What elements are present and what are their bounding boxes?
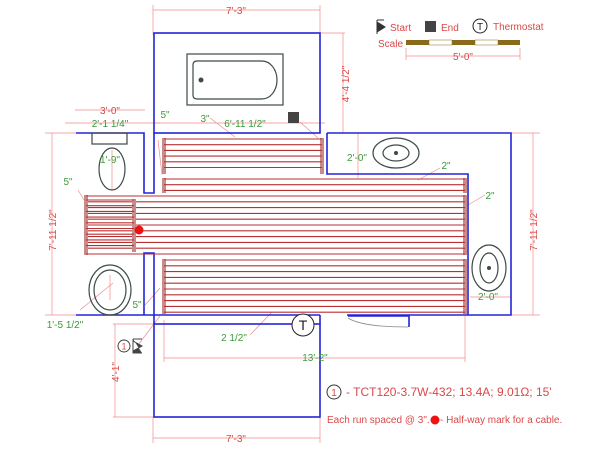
toilet-bottom bbox=[88, 264, 132, 316]
heating-cable-runs bbox=[84, 138, 467, 314]
svg-text:5": 5" bbox=[132, 300, 142, 311]
cable-turn-band bbox=[463, 178, 467, 193]
svg-text:2 1/2": 2 1/2" bbox=[221, 333, 247, 344]
svg-text:T: T bbox=[477, 22, 483, 33]
svg-text:2'-1 1/4": 2'-1 1/4" bbox=[92, 119, 129, 130]
walls bbox=[76, 32, 512, 418]
cable-turn-band bbox=[463, 259, 467, 314]
svg-text:2": 2" bbox=[485, 191, 495, 202]
svg-text:7'-11 1/2": 7'-11 1/2" bbox=[529, 209, 540, 251]
scale-bar bbox=[406, 39, 520, 46]
start-legend-icon bbox=[376, 19, 386, 34]
cable-turn-band bbox=[84, 199, 88, 252]
svg-text:1'-9": 1'-9" bbox=[100, 155, 120, 166]
svg-text:Thermostat: Thermostat bbox=[493, 22, 544, 33]
door-swing bbox=[347, 317, 409, 328]
svg-text:1'-5 1/2": 1'-5 1/2" bbox=[47, 320, 84, 331]
end-marker-icon bbox=[288, 112, 299, 123]
bathtub bbox=[186, 53, 284, 106]
svg-text:Start: Start bbox=[390, 23, 411, 34]
cable-spec: 1 - TCT120-3.7W-432; 13.4A; 9.01Ω; 15' bbox=[326, 384, 552, 400]
cable-turn-band bbox=[132, 199, 136, 252]
svg-text:3": 3" bbox=[200, 114, 210, 125]
svg-text:2": 2" bbox=[441, 161, 451, 172]
sink-top bbox=[372, 137, 420, 169]
thermostat-icon: T bbox=[291, 313, 315, 337]
svg-text:3'-0": 3'-0" bbox=[100, 106, 120, 117]
svg-text:1: 1 bbox=[121, 342, 126, 352]
svg-text:13'-2": 13'-2" bbox=[302, 353, 328, 364]
thermostat-legend-icon bbox=[472, 18, 488, 34]
halfway-note: - Half-way mark for a cable. bbox=[440, 415, 562, 426]
start-marker-icon bbox=[132, 338, 144, 354]
svg-text:4'-1": 4'-1" bbox=[111, 362, 122, 382]
svg-text:2'-0": 2'-0" bbox=[478, 292, 498, 303]
cable-start: 1 bbox=[117, 338, 144, 354]
halfway-mark bbox=[134, 225, 144, 235]
cable-turn-band bbox=[162, 178, 166, 193]
cable-turn-band bbox=[162, 259, 166, 314]
toilet-top bbox=[91, 132, 128, 191]
end-legend-icon bbox=[425, 21, 436, 32]
svg-text:5'-0": 5'-0" bbox=[453, 52, 473, 63]
halfway-legend-icon bbox=[430, 415, 440, 425]
svg-text:End: End bbox=[441, 23, 459, 34]
svg-text:4'-4 1/2": 4'-4 1/2" bbox=[341, 65, 352, 102]
sink-right bbox=[471, 244, 507, 292]
svg-text:- TCT120-3.7W-432; 13.4A; 9.01: - TCT120-3.7W-432; 13.4A; 9.01Ω; 15' bbox=[346, 385, 552, 399]
svg-text:1: 1 bbox=[331, 388, 337, 399]
svg-text:2'-0": 2'-0" bbox=[347, 153, 367, 164]
svg-text:7'-3": 7'-3" bbox=[226, 434, 246, 445]
svg-text:5": 5" bbox=[160, 110, 170, 121]
svg-text:T: T bbox=[299, 317, 308, 333]
svg-text:7'-3": 7'-3" bbox=[226, 6, 246, 17]
spacing-note: Each run spaced @ 3". bbox=[327, 415, 430, 426]
svg-text:6'-11 1/2": 6'-11 1/2" bbox=[224, 119, 266, 130]
dimension-labels: 7'-3" 7'-3" 4'-4 1/2" 3'-0" 2'-1 1/4" 5"… bbox=[47, 6, 540, 445]
svg-text:Scale: Scale bbox=[378, 39, 403, 50]
svg-text:5": 5" bbox=[63, 177, 73, 188]
legend: Start End T Thermostat Scale 5'-0" bbox=[376, 18, 544, 63]
dimension-lines bbox=[45, 5, 540, 443]
svg-text:7'-11 1/2": 7'-11 1/2" bbox=[48, 209, 59, 251]
